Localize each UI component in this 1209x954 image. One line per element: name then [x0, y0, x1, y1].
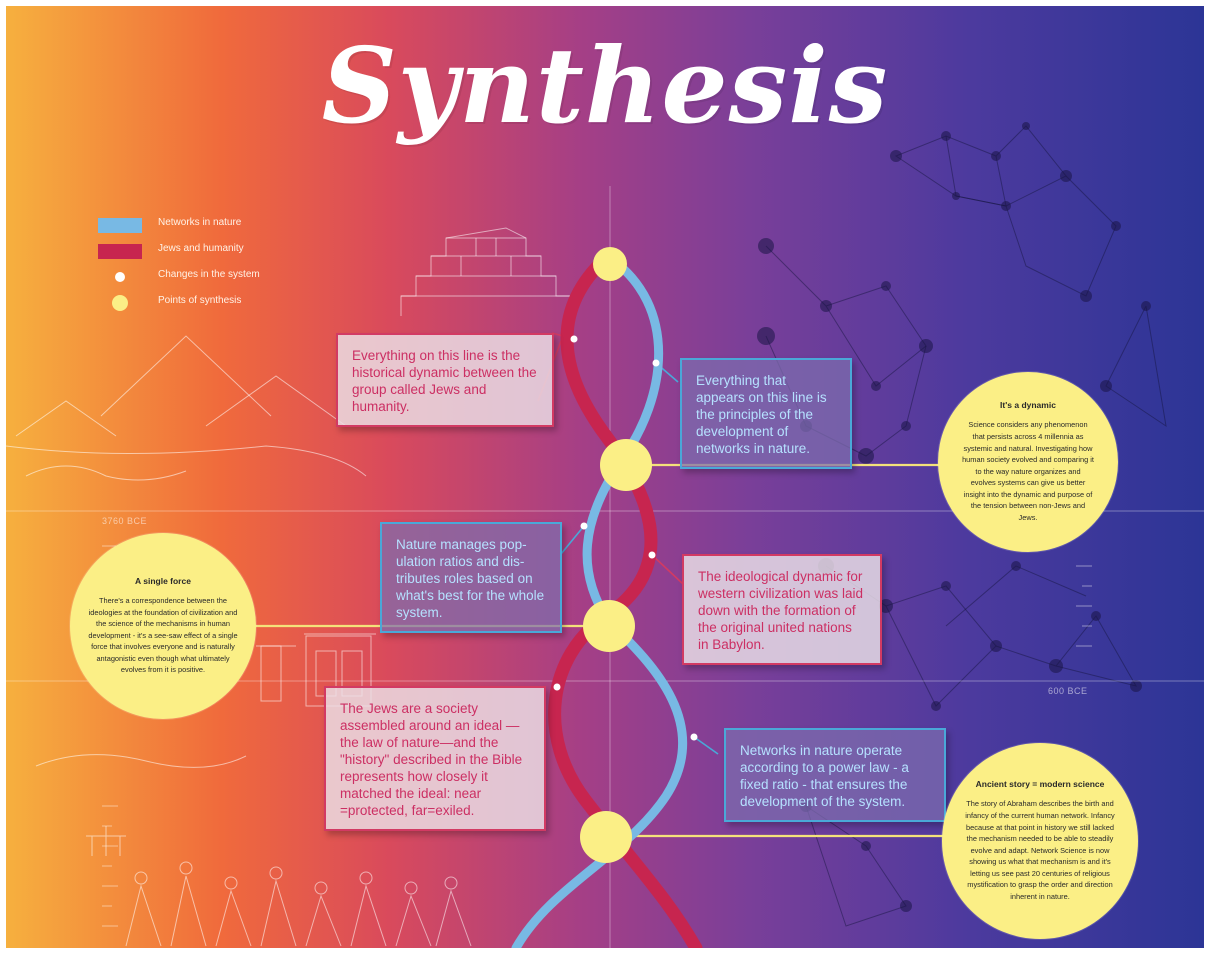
synthesis-point — [593, 247, 627, 281]
synthesis-point — [583, 600, 635, 652]
legend-label: Networks in nature — [158, 217, 242, 228]
info-body: There's a correspondence between the ide… — [88, 595, 238, 675]
info-body: The story of Abraham describes the birth… — [965, 799, 1115, 902]
callout-humanity-top: Everything on this line is the historica… — [336, 333, 554, 427]
ziggurat-sketch — [400, 227, 572, 326]
legend-label: Changes in the system — [158, 269, 260, 280]
ruins-sketch — [35, 633, 376, 768]
pyramids-sketch — [6, 335, 367, 481]
change-points — [553, 335, 698, 741]
synthesis-point — [580, 811, 632, 863]
timeline-label-left: 3760 BCE — [102, 516, 148, 526]
nature-line-swatch — [98, 218, 142, 233]
info-body: Science considers any phenomenon that pe… — [962, 420, 1094, 523]
change-point — [652, 359, 660, 367]
callout-nature-top: Everything that appears on this line is … — [680, 358, 852, 469]
callout-nature-mid: Nature manages pop-ulation ratios and di… — [380, 522, 562, 633]
change-point — [553, 683, 561, 691]
humanity-line-swatch — [98, 244, 142, 259]
legend-label: Points of synthesis — [158, 295, 242, 306]
info-heading: A single force — [135, 575, 191, 586]
helix-diagram — [246, 247, 946, 948]
synthesis-point-swatch — [112, 295, 128, 311]
change-point — [648, 551, 656, 559]
change-point — [690, 733, 698, 741]
info-circle-dynamic: It's a dynamic Science considers any phe… — [938, 372, 1118, 552]
change-point-swatch — [115, 272, 125, 282]
info-heading: Ancient story = modern science — [975, 779, 1105, 790]
synthesis-points — [580, 247, 652, 863]
change-point — [580, 522, 588, 530]
poster-title: Synthesis — [321, 24, 889, 147]
change-point — [570, 335, 578, 343]
legend-label: Jews and humanity — [158, 243, 244, 254]
info-heading: It's a dynamic — [1000, 400, 1056, 411]
infographic-poster: Synthesis 3760 BCE 600 BCE — [6, 6, 1204, 948]
synthesis-point — [600, 439, 652, 491]
crowd-sketch — [86, 826, 472, 947]
callout-nature-bottom: Networks in nature operate according to … — [724, 728, 946, 822]
callout-humanity-bottom: The Jews are a society assembled around … — [324, 686, 546, 831]
network-nodes-decoration — [757, 122, 1151, 912]
timeline-label-right: 600 BCE — [1048, 686, 1088, 696]
info-circle-ancient-story: Ancient story = modern science The story… — [942, 743, 1138, 939]
callout-humanity-mid: The ideological dynamic for western civi… — [682, 554, 882, 665]
info-circle-single-force: A single force There's a correspondence … — [70, 533, 256, 719]
